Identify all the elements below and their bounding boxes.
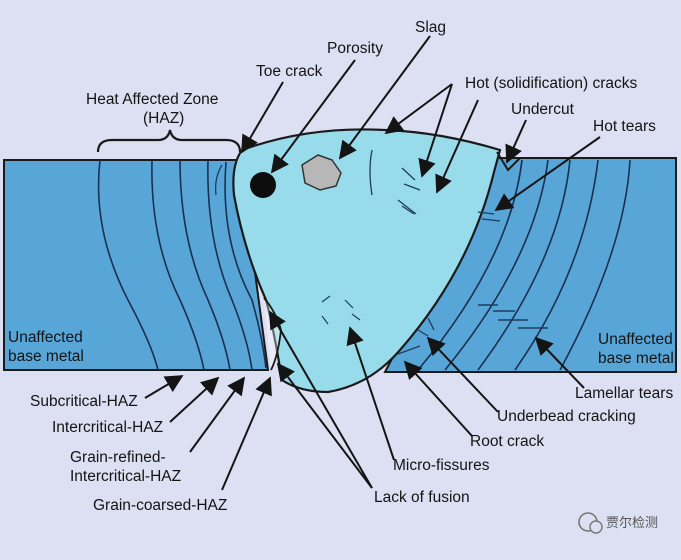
- label-unaffected-right: Unaffected: [598, 331, 673, 348]
- label-underbead-cracking: Underbead cracking: [497, 408, 636, 425]
- root-crack-mark: [397, 345, 421, 355]
- base-metal-left: [3, 159, 270, 371]
- arrow-grain-refined: [189, 376, 246, 453]
- label-unaffected-left: Unaffected: [8, 329, 83, 346]
- label-hot-tears: Hot tears: [593, 118, 656, 135]
- label-slag: Slag: [415, 19, 446, 36]
- hot-crack-marks: [369, 149, 421, 215]
- label-haz-abbrev: (HAZ): [143, 110, 184, 127]
- wechat-icon-bubble: [589, 520, 603, 534]
- arrow-root-crack: [403, 360, 473, 437]
- watermark-text: 贾尔检测: [606, 515, 658, 530]
- arrow-underbead: [426, 336, 499, 413]
- arrow-lamellar-tears: [534, 336, 585, 389]
- arrow-toe-crack: [241, 81, 284, 154]
- watermark: 贾尔检测: [578, 512, 658, 534]
- label-hot-cracks: Hot (solidification) cracks: [465, 75, 638, 92]
- arrow-slag: [338, 35, 431, 160]
- label-micro-fissures: Micro-fissures: [393, 457, 490, 474]
- label-undercut: Undercut: [511, 101, 575, 118]
- label-toe-crack: Toe crack: [256, 63, 323, 80]
- slag-inclusion: [301, 154, 342, 191]
- arrow-undercut: [505, 119, 527, 164]
- arrow-grain-coarsed: [221, 376, 272, 491]
- toe-crack-mark: [214, 164, 223, 196]
- label-haz: Heat Affected Zone: [86, 91, 218, 108]
- label-grain-refined: Grain-refined-: [70, 449, 166, 466]
- hot-tear-marks: [477, 211, 501, 222]
- underbead-crack-marks: [417, 317, 435, 337]
- label-lamellar-tears: Lamellar tears: [575, 385, 673, 402]
- arrow-micro-fissures: [346, 326, 395, 461]
- porosity-pore: [250, 172, 276, 198]
- label-grain-coarsed-haz: Grain-coarsed-HAZ: [93, 497, 227, 514]
- arrow-lack-fusion-1: [269, 310, 373, 489]
- arrow-lack-fusion-2: [276, 362, 373, 489]
- label-subcritical-haz: Subcritical-HAZ: [30, 393, 138, 410]
- arrow-porosity: [270, 59, 356, 174]
- label-porosity: Porosity: [327, 40, 383, 57]
- arrow-subcritical: [144, 375, 184, 399]
- arrow-hot-crack-2: [418, 83, 453, 178]
- label-root-crack: Root crack: [470, 433, 544, 450]
- haz-lines-left: [97, 159, 267, 371]
- arrow-hot-tears: [494, 136, 601, 212]
- haz-brace: [96, 129, 242, 153]
- arrow-intercritical: [169, 376, 220, 423]
- label-base-metal-right: base metal: [598, 350, 674, 367]
- leader-arrows: [144, 35, 601, 491]
- lamellar-tear-marks: [478, 304, 548, 329]
- haz-lines-right: [417, 159, 631, 371]
- label-grain-refined-haz: Intercritical-HAZ: [70, 468, 181, 485]
- arrow-hot-crack-1: [384, 83, 453, 135]
- label-base-metal-left: base metal: [8, 348, 84, 365]
- label-intercritical-haz: Intercritical-HAZ: [52, 419, 163, 436]
- arrow-hot-crack-3: [435, 99, 479, 194]
- label-lack-of-fusion: Lack of fusion: [374, 489, 470, 506]
- micro-fissure-marks: [321, 295, 361, 325]
